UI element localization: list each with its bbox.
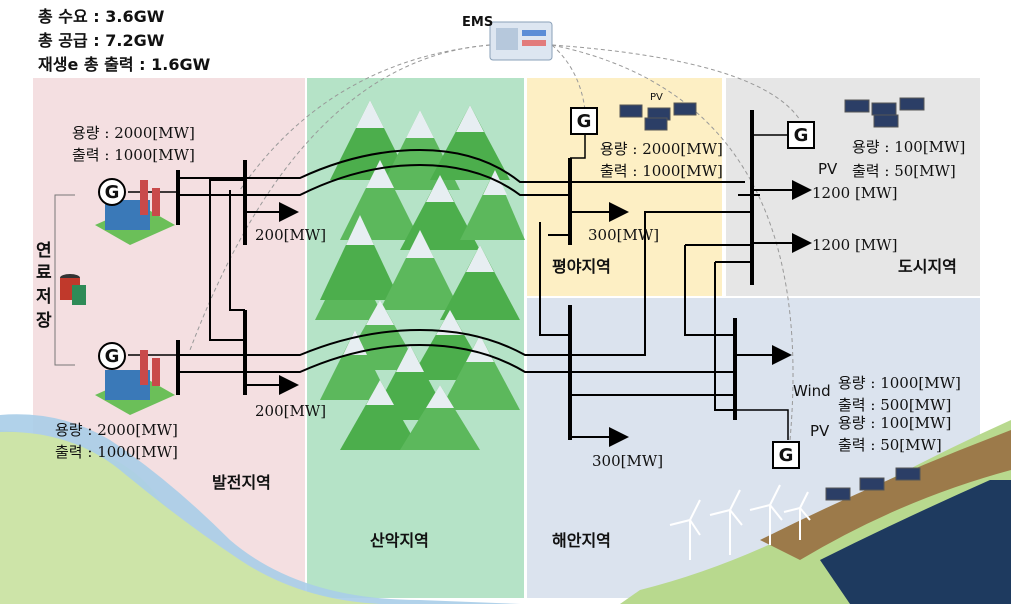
river-bank xyxy=(0,431,380,604)
power-plant-icon xyxy=(95,350,175,415)
solar-panel-icon xyxy=(619,97,925,501)
load-plain: 300[MW] xyxy=(588,226,660,244)
top-plant-capacity: 용량 : 2000[MW] xyxy=(72,124,195,142)
total-supply: 총 공급 : 7.2GW xyxy=(38,31,165,50)
fuel-storage-char-3: 저 xyxy=(36,287,52,307)
load-power-top: 200[MW] xyxy=(255,226,327,244)
ems-comm-lines xyxy=(189,44,801,441)
coastal-hill-ridge xyxy=(760,430,1011,560)
fuel-storage-char-1: 연 xyxy=(36,241,52,261)
ems-monitor-icon xyxy=(489,21,553,61)
wind-turbine-icon xyxy=(669,484,811,560)
city-pv-output: 출력 : 50[MW] xyxy=(852,162,956,180)
load-city-1: 1200 [MW] xyxy=(812,184,898,202)
city-region-bg xyxy=(726,78,980,296)
total-demand: 총 수요 : 3.6GW xyxy=(38,7,165,26)
city-pv-tag: PV xyxy=(818,160,838,178)
load-city-2: 1200 [MW] xyxy=(812,236,898,254)
plain-gen-output: 출력 : 1000[MW] xyxy=(600,162,723,180)
fuel-storage-char-4: 장 xyxy=(36,311,52,331)
generator-coast: G xyxy=(772,441,800,469)
coast-wind-capacity: 용량 : 1000[MW] xyxy=(838,374,961,392)
plain-gen-capacity: 용량 : 2000[MW] xyxy=(600,140,723,158)
coastal-dark-strip xyxy=(820,480,1011,604)
buses xyxy=(176,110,754,440)
region-label-city: 도시지역 xyxy=(898,257,957,276)
renewable-output: 재생e 총 출력 : 1.6GW xyxy=(38,55,211,74)
fuel-storage-char-2: 료 xyxy=(36,263,52,283)
plain-pv-tag: PV xyxy=(650,92,663,103)
region-label-power: 발전지역 xyxy=(212,473,271,492)
region-label-coast: 해안지역 xyxy=(552,531,611,550)
top-plant-output: 출력 : 1000[MW] xyxy=(72,146,195,164)
generator-top-plant: G xyxy=(98,178,126,206)
coast-pv-tag: PV xyxy=(810,422,830,440)
coast-wind-tag: Wind xyxy=(793,382,831,400)
load-coast: 300[MW] xyxy=(592,452,664,470)
region-label-mountain: 산악지역 xyxy=(370,531,429,550)
coast-pv-output: 출력 : 50[MW] xyxy=(838,436,942,454)
load-power-bottom: 200[MW] xyxy=(255,402,327,420)
bottom-plant-output: 출력 : 1000[MW] xyxy=(55,443,178,461)
bottom-plant-capacity: 용량 : 2000[MW] xyxy=(55,421,178,439)
generator-bottom-plant: G xyxy=(98,342,126,370)
coast-pv-capacity: 용량 : 100[MW] xyxy=(838,414,952,432)
mountain-range xyxy=(315,100,525,450)
generator-plain: G xyxy=(570,107,598,135)
transmission-lines xyxy=(178,148,760,411)
ems-label: EMS xyxy=(462,15,494,30)
fuel-barrel-icon xyxy=(60,274,86,305)
generator-city-pv: G xyxy=(787,121,815,149)
region-label-plain: 평야지역 xyxy=(552,257,611,276)
city-pv-capacity: 용량 : 100[MW] xyxy=(852,138,966,156)
coast-wind-output: 출력 : 500[MW] xyxy=(838,396,952,414)
